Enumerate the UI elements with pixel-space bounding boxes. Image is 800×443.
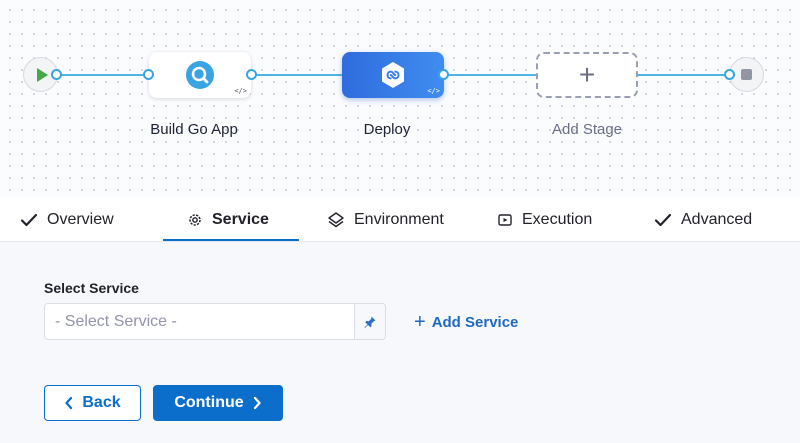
chevron-right-icon [253,396,261,410]
select-service-dropdown[interactable]: - Select Service - [44,303,386,340]
tab-label: Service [212,210,269,228]
back-button[interactable]: Back [44,385,141,421]
check-icon [654,213,672,227]
stage-deploy[interactable]: </> [342,52,444,98]
pin-button[interactable] [354,304,385,339]
select-service-placeholder: - Select Service - [55,312,177,330]
tab-execution[interactable]: Execution [497,197,592,242]
stage-port [51,69,62,80]
continue-label: Continue [174,394,244,411]
tab-label: Execution [522,210,593,228]
back-label: Back [82,394,121,411]
tab-service[interactable]: Service [187,197,269,242]
tab-label: Environment [354,210,444,228]
add-service-label: Add Service [431,313,519,331]
stage-build-go-app[interactable]: </> [149,52,251,98]
build-magnifier-icon [186,61,214,89]
code-icon: </> [234,87,247,95]
tab-advanced[interactable]: Advanced [654,197,752,242]
check-icon [20,213,38,227]
plus-icon: + [578,59,596,90]
stage-port [246,69,257,80]
play-icon [36,67,48,82]
pipeline-canvas: </> </> + Build Go App Deploy Add Stage [0,0,800,197]
plus-icon: + [414,311,426,333]
stage-port [438,69,449,80]
tab-overview[interactable]: Overview [20,197,114,242]
chevron-left-icon [65,396,73,410]
stage-port [143,69,154,80]
pin-icon [364,316,376,328]
add-stage-button[interactable]: + [536,52,638,98]
stage-tabs: Overview Service Environment Execution [0,197,800,242]
service-panel: Select Service - Select Service - + Add … [0,242,800,443]
active-tab-indicator [163,239,299,241]
connector-line [444,74,537,76]
code-icon: </> [427,87,440,95]
connector-line [56,74,150,76]
connector-line [251,74,343,76]
continue-button[interactable]: Continue [153,385,283,421]
stage-label-deploy: Deploy [363,121,411,138]
add-service-button[interactable]: + Add Service [414,312,518,332]
stage-port [724,69,735,80]
gear-icon [187,212,203,228]
tab-environment[interactable]: Environment [327,197,444,242]
stop-icon [741,69,752,80]
stage-label-add: Add Stage [551,121,623,138]
tab-label: Advanced [681,210,753,228]
layers-icon [327,211,345,229]
deploy-infinity-icon [382,62,404,88]
select-service-label: Select Service [44,280,139,296]
tab-label: Overview [47,210,114,228]
execution-icon [497,212,513,228]
connector-line [638,74,731,76]
stage-label-build: Build Go App [150,121,238,138]
